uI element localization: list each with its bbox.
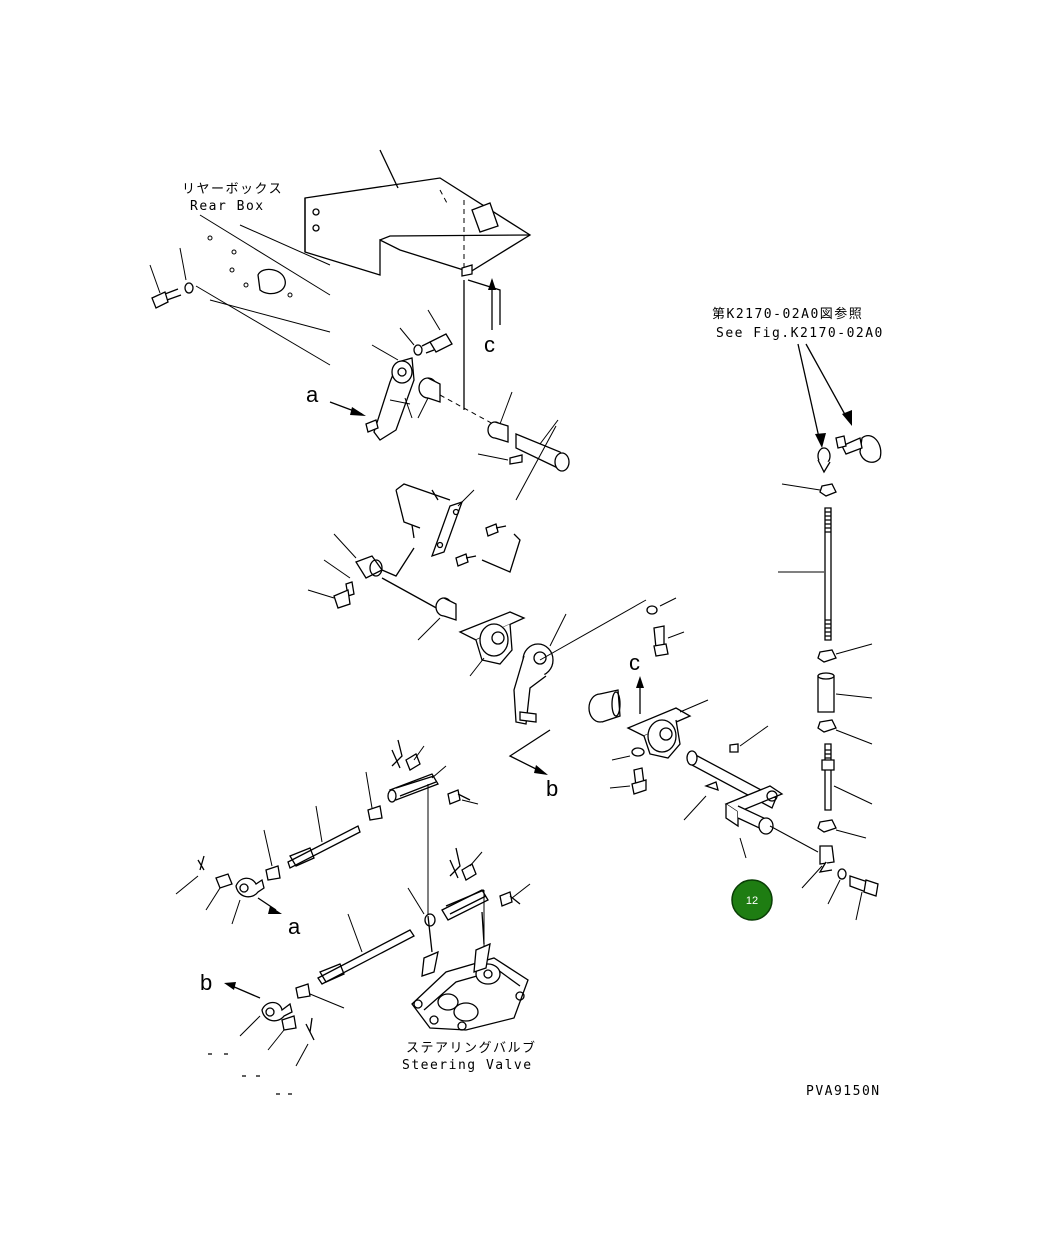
rear-box-bolt xyxy=(149,247,194,309)
cross-shaft xyxy=(686,750,819,859)
right-bushing xyxy=(588,689,621,723)
middle-lever: b xyxy=(508,599,647,801)
part-number-badge[interactable]: 12 xyxy=(731,879,773,921)
callout-c-middle: c xyxy=(629,650,644,714)
mid-bushing xyxy=(417,597,457,641)
middle-washer-bolt xyxy=(646,597,685,657)
upper-shaft-collar xyxy=(487,391,513,443)
upper-bolt-washer xyxy=(399,309,453,356)
rear-box-label: リヤーボックス Rear Box xyxy=(182,182,283,214)
callout-c-upper: c xyxy=(467,278,501,357)
rear-box-jp: リヤーボックス xyxy=(182,182,283,197)
upper-lever xyxy=(365,344,415,441)
callout-a-lower-text: a xyxy=(288,914,301,939)
right-pillow-block xyxy=(626,699,709,759)
callout-b-middle-text: b xyxy=(546,776,558,801)
steering-valve-jp: ステアリングバルブ xyxy=(406,1040,537,1056)
rear-box-en: Rear Box xyxy=(190,199,265,214)
svg-text:c: c xyxy=(629,650,640,675)
callout-c-upper-text: c xyxy=(484,332,495,357)
upper-rod-end: a xyxy=(175,855,301,939)
see-fig-jp: 第K2170-02A0図参照 xyxy=(712,306,863,322)
right-washer-bolt xyxy=(609,747,647,795)
drawing-code: PVA9150N xyxy=(806,1084,881,1099)
steering-valve-label: ステアリングバルブ Steering Valve xyxy=(402,1040,537,1073)
steering-valve-en: Steering Valve xyxy=(402,1058,533,1073)
badge-number: 12 xyxy=(746,895,758,907)
vertical-rod xyxy=(778,483,879,921)
clevis xyxy=(307,533,441,611)
rear-box-bracket xyxy=(304,149,532,277)
callout-a-upper: a xyxy=(306,382,366,416)
upper-bushing xyxy=(417,280,496,426)
lower-rod-end: b xyxy=(200,970,315,1095)
mid-pillow-block xyxy=(458,611,526,677)
upper-rod-assembly xyxy=(263,739,479,916)
rear-box-plate xyxy=(195,214,331,366)
pin-and-key xyxy=(683,725,769,821)
callout-b-lower-text: b xyxy=(200,970,212,995)
svg-text:a: a xyxy=(306,382,319,407)
link-plate xyxy=(395,425,557,573)
see-fig-en: See Fig.K2170-02A0 xyxy=(716,326,884,341)
steering-valve xyxy=(411,911,529,1031)
see-fig-callout: 第K2170-02A0図参照 See Fig.K2170-02A0 xyxy=(712,306,884,448)
rod-end-fittings xyxy=(817,435,882,474)
